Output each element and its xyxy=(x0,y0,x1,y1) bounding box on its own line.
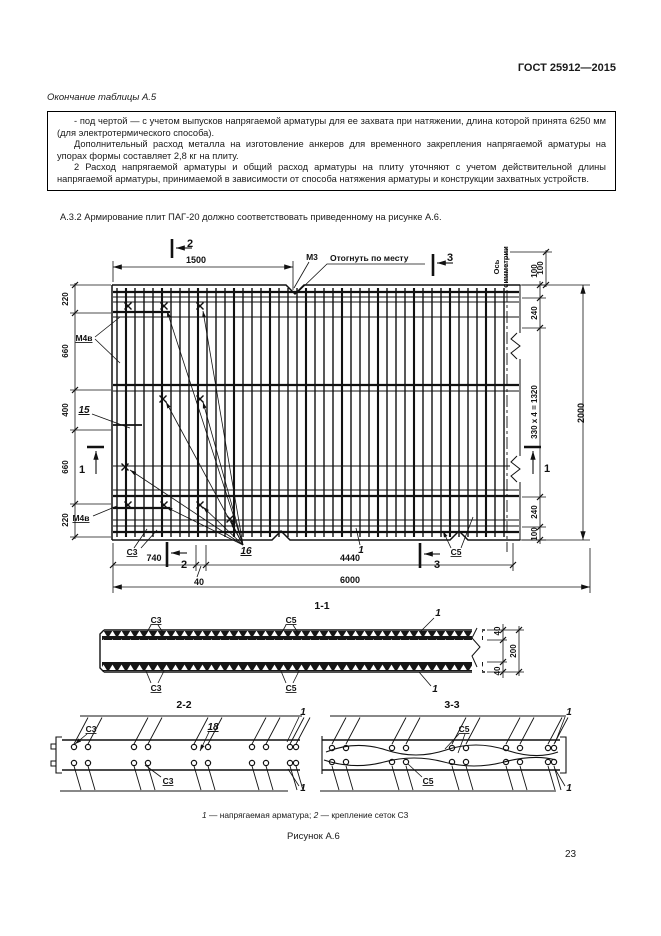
section22-projection-lines xyxy=(73,717,311,791)
dim-left-220b: 220 xyxy=(61,513,70,527)
label-c5-33-top: С5 xyxy=(459,724,470,734)
dim-200: 200 xyxy=(509,644,518,658)
label-axis-2: симметрии xyxy=(501,246,510,288)
note-paragraph: - под чертой — с учетом выпусков напряга… xyxy=(57,116,606,138)
label-axis-1: Ось xyxy=(492,259,501,274)
cut-mark-3-top: 3 xyxy=(447,252,453,264)
section33-projection-lines xyxy=(331,717,569,791)
dim-left-660b: 660 xyxy=(61,460,70,474)
section-3-3-leaders xyxy=(407,716,566,787)
label-bend-note: Отогнуть по месту xyxy=(330,253,409,263)
standard-header: ГОСТ 25912—2015 xyxy=(517,62,616,74)
label-c3-22-top: С3 xyxy=(86,724,97,734)
label-c3-22-bot: С3 xyxy=(163,776,174,786)
dim-40-bot: 40 xyxy=(493,666,502,675)
section-3-3-title: 3-3 xyxy=(444,699,459,711)
label-m3: М3 xyxy=(306,252,318,262)
section-2-2-leaders xyxy=(74,716,300,787)
dim-2000: 2000 xyxy=(576,403,586,423)
legend-text-2: — крепление сеток С3 xyxy=(318,810,409,820)
cut-mark-1-right: 1 xyxy=(544,463,550,475)
dim-right-330x4: 330 х 4 = 1320 xyxy=(530,385,539,439)
pos-1-11-top: 1 xyxy=(435,608,441,619)
label-c5-11-bot: С5 xyxy=(286,683,297,693)
dim-6000: 6000 xyxy=(340,575,360,585)
cut-mark-2-top: 2 xyxy=(187,238,193,250)
section22-bar-dots xyxy=(70,743,300,767)
dim-right-240b: 240 xyxy=(530,505,539,519)
label-c3-11-top: С3 xyxy=(151,615,162,625)
pos16-leader-fan xyxy=(129,310,244,546)
cut-mark-3-bottom: 3 xyxy=(434,559,440,571)
pos-18: 18 xyxy=(207,722,219,733)
pos-1-22-top: 1 xyxy=(300,707,306,718)
label-c5-plan: С5 xyxy=(451,547,462,557)
plan-dimension-lines xyxy=(70,250,591,593)
page-number: 23 xyxy=(565,849,577,860)
dim-right-100b: 100 xyxy=(530,527,539,541)
table-end-caption: Окончание таблицы А.5 xyxy=(47,92,157,103)
pos-1-plan: 1 xyxy=(358,545,364,556)
dim-right-240a: 240 xyxy=(530,306,539,320)
pos-1-22-bot: 1 xyxy=(300,783,306,794)
cut-mark-1-left: 1 xyxy=(79,464,85,476)
pos-16: 16 xyxy=(240,546,252,557)
figure-legend: 1 — напрягаемая арматура; 2 — крепление … xyxy=(202,810,408,820)
legend-ref-2: 2 xyxy=(313,810,319,820)
section-1-1-body xyxy=(99,627,485,674)
dim-4440: 4440 xyxy=(340,553,360,563)
figure-caption: Рисунок А.6 xyxy=(287,831,340,842)
dim-100-top: 100 xyxy=(536,261,545,275)
pos-1-33-top: 1 xyxy=(566,707,572,718)
cut-mark-2-bottom: 2 xyxy=(181,559,187,571)
mesh-wave-top xyxy=(325,744,559,757)
dim-right-100a: 100 xyxy=(530,264,539,278)
legend-text-1: — напрягаемая арматура; xyxy=(206,810,314,820)
pos-1-33-bot: 1 xyxy=(566,783,572,794)
label-c3-plan: С3 xyxy=(127,547,138,557)
pos-1-11-bot: 1 xyxy=(432,684,438,695)
dim-40-top: 40 xyxy=(493,626,502,635)
label-c5-33-bot: С5 xyxy=(423,776,434,786)
mesh-wave-bottom xyxy=(323,756,557,767)
plan-leader-lines xyxy=(91,261,474,549)
break-marks xyxy=(510,332,524,483)
plan-outline xyxy=(111,248,521,552)
section-a32-text: А.3.2 Армирование плит ПАГ-20 должно соо… xyxy=(60,212,442,222)
note-paragraph: 2 Расход напрягаемой арматуры и общий ра… xyxy=(57,162,606,184)
dim-40: 40 xyxy=(194,577,204,587)
section-cut-markers xyxy=(87,239,541,568)
label-m4v-top: М4в xyxy=(75,333,92,343)
section-1-1-dims-leaders xyxy=(145,617,524,687)
dim-740: 740 xyxy=(146,553,161,563)
pos-15: 15 xyxy=(78,405,90,416)
section-3-3-body xyxy=(320,715,567,792)
note-paragraph: Дополнительный расход металла на изготов… xyxy=(57,139,606,161)
section-1-1-title: 1-1 xyxy=(314,600,329,612)
dim-left-400: 400 xyxy=(61,403,70,417)
dim-left-660a: 660 xyxy=(61,344,70,358)
table-note-box: - под чертой — с учетом выпусков напряга… xyxy=(47,111,616,192)
dim-1500: 1500 xyxy=(186,255,206,265)
label-c5-11-top: С5 xyxy=(286,615,297,625)
section-2-2-body xyxy=(50,715,302,792)
plan-mesh-bars xyxy=(113,290,519,534)
section-2-2-title: 2-2 xyxy=(176,699,191,711)
label-m4v-bottom: М4в xyxy=(72,513,89,523)
dim-left-220a: 220 xyxy=(61,292,70,306)
label-c3-11-bot: С3 xyxy=(151,683,162,693)
legend-ref-1: 1 xyxy=(202,810,207,820)
